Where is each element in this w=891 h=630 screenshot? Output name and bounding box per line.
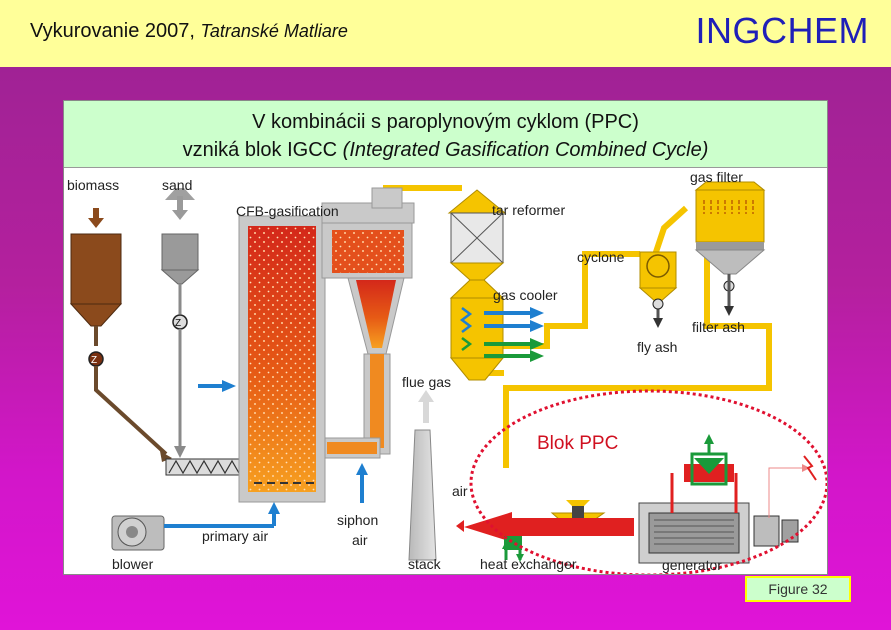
tar-reformer-column [447,189,507,381]
label-fly-ash: fly ash [637,339,677,355]
label-blower: blower [112,556,154,572]
label-blok-ppc: Blok PPC [537,433,618,454]
heading-line-2-text: vzniká blok IGCC [182,139,343,161]
label-biomass: biomass [67,177,119,193]
slide-header: Vykurovanie 2007, Tatranské Matliare ING… [0,0,891,67]
label-heat-exchanger: heat exchanger [480,556,577,572]
label-air: air [452,483,468,499]
stack [408,390,437,561]
gas-cooler-flows [484,307,544,362]
slide-title: Vykurovanie 2007, Tatranské Matliare [30,20,348,43]
heading-line-2-italic: (Integrated Gasification Combined Cycle) [342,139,709,161]
label-filter-ash: filter ash [692,319,745,335]
svg-text:Z: Z [175,318,181,329]
panel-heading: V kombinácii s paroplynovým cyklom (PPC)… [64,101,827,168]
slide-title-text: Vykurovanie 2007, [30,20,195,42]
label-siphon: siphon [337,512,378,528]
ppc-block [456,389,827,574]
heading-line-2: vzniká blok IGCC (Integrated Gasificatio… [64,139,827,162]
biomass-silo: Z [69,208,172,462]
diagram-panel: V kombinácii s paroplynovým cyklom (PPC)… [63,100,828,575]
label-primary-air: primary air [202,528,268,544]
primary-air-arrow [164,502,280,528]
figure-number: Figure 32 [745,576,851,602]
cyclone-unit [638,251,678,328]
label-tar-reformer: tar reformer [492,202,565,218]
gas-filter-unit [694,181,766,316]
label-flue-gas: flue gas [402,374,451,390]
igcc-process-diagram: Z Z [67,169,827,574]
screw-feeder [165,458,247,476]
label-generator: generator [662,557,722,573]
label-cyclone: cyclone [577,249,625,265]
label-stack: stack [408,556,442,572]
air-arrow-left [198,380,236,392]
label-cfb-gasification: CFB-gasification [236,203,339,219]
sand-silo: Z [160,188,200,458]
cfb-gasifier [238,187,415,503]
slide-title-location: Tatranské Matliare [200,21,348,41]
label-siphon-air: air [352,532,368,548]
siphon-air-arrow [356,463,368,503]
label-gas-filter: gas filter [690,169,743,185]
label-sand: sand [162,177,192,193]
brand-logo-text: INGCHEM [695,10,869,51]
blower-unit [111,515,165,551]
heading-line-1: V kombinácii s paroplynovým cyklom (PPC) [252,111,639,133]
diagram-labels: biomass sand CFB-gasification tar reform… [67,169,745,573]
svg-text:Z: Z [91,355,97,366]
label-gas-cooler: gas cooler [493,287,558,303]
